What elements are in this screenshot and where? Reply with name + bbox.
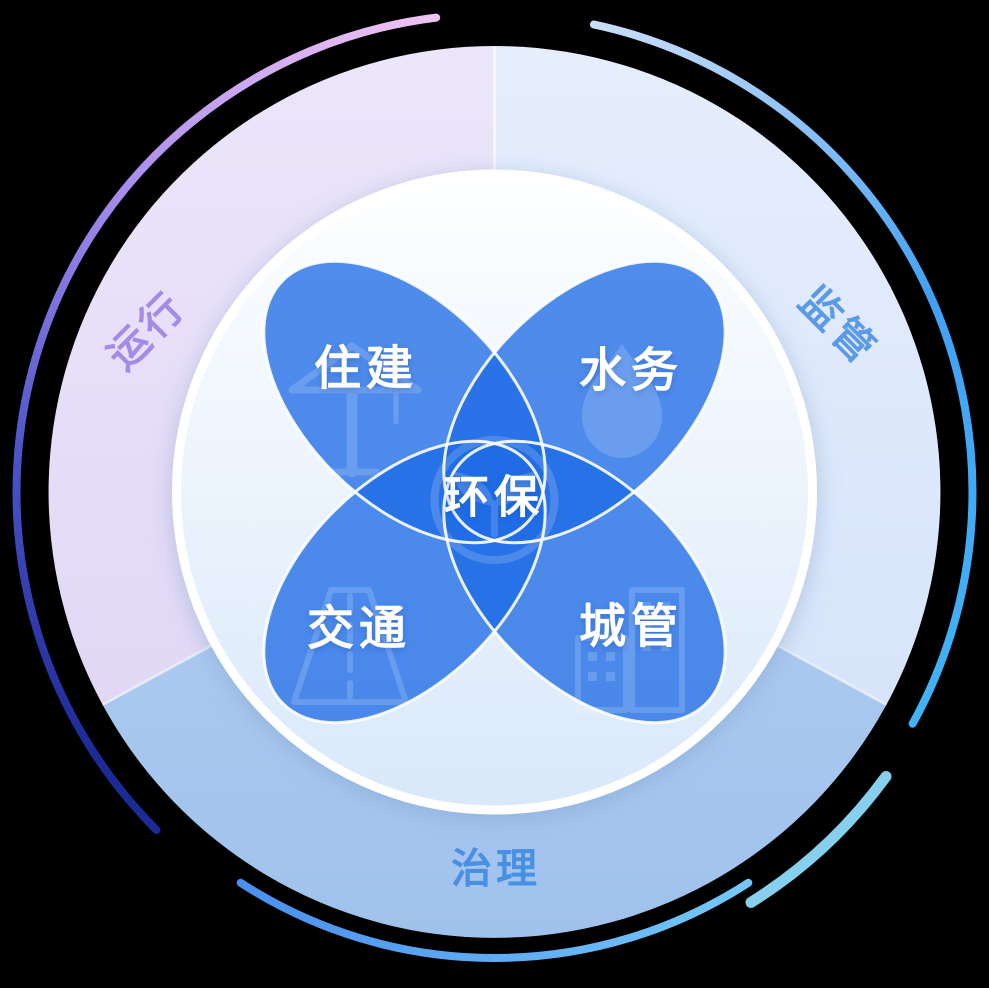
petal-label-water: 水务 <box>579 343 683 399</box>
petal-icons <box>288 342 685 713</box>
petal-label-housing: 住建 <box>314 341 418 397</box>
buildings-icon <box>575 587 685 713</box>
outer-arc-right <box>589 20 977 728</box>
eco-leaf-icon <box>430 436 559 564</box>
sector-label-governance: 治理 <box>451 844 541 893</box>
center-label-environment: 环保 <box>443 470 545 524</box>
petal-outlines <box>262 259 727 725</box>
outer-arcs <box>12 13 977 962</box>
petal-label-citymgmt: 城管 <box>579 599 683 655</box>
outer-arc-bottom <box>236 878 753 962</box>
crane-icon <box>288 342 422 478</box>
petal-label-transport: 交通 <box>307 601 411 657</box>
outer-arc-bottom-right <box>745 771 892 908</box>
outer-arc-left <box>12 13 441 834</box>
water-drop-icon <box>582 344 662 458</box>
